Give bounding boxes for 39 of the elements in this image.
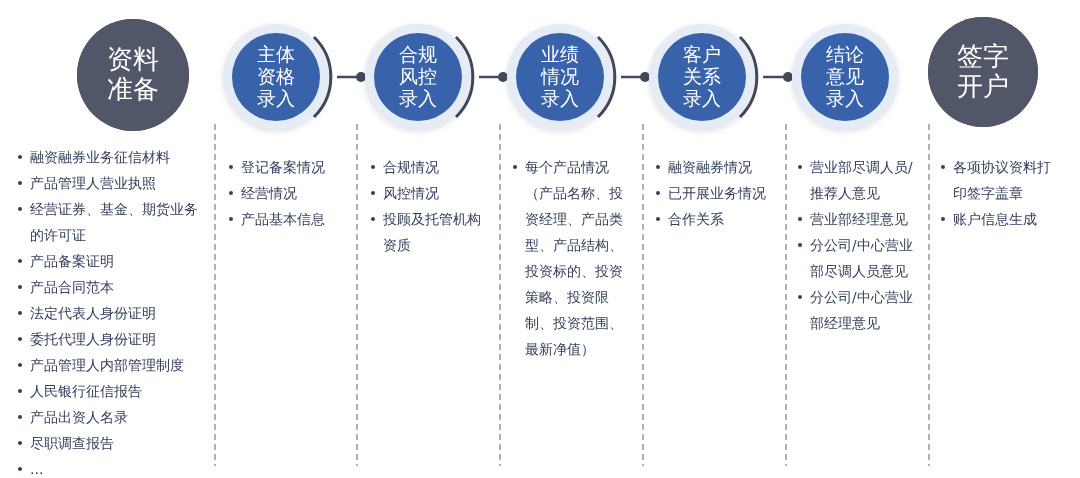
- list-item: 各项协议资料打印签字盖章: [953, 159, 1051, 201]
- step-title: 主体资格录入: [257, 44, 295, 110]
- list-item: 产品出资人名录: [30, 409, 128, 425]
- step-title: 结论意见录入: [826, 44, 864, 110]
- list-item: 营业部尽调人员/推荐人意见: [810, 159, 913, 201]
- connector: [763, 72, 793, 82]
- list-item: 产品备案证明: [30, 253, 114, 269]
- list-item: 产品管理人营业执照: [30, 175, 156, 191]
- list-item: 合规情况: [383, 159, 439, 175]
- list-item: 投顾及托管机构资质: [383, 211, 481, 253]
- list-item: 尽职调查报告: [30, 435, 114, 451]
- list-item: 每个产品情况（产品名称、投资经理、产品类型、产品结构、投资标的、投资策略、投资限制、投资范围、最新净值）: [525, 159, 623, 357]
- list-item: 账户信息生成: [953, 211, 1037, 227]
- list-item: …: [30, 461, 44, 477]
- list-item: 合作关系: [668, 211, 724, 227]
- list-item: 产品合同范本: [30, 279, 114, 295]
- list-item: 经营证券、基金、期货业务的许可证: [30, 201, 198, 243]
- list-item: 融资融券情况: [668, 159, 752, 175]
- list-item: 融资融券业务征信材料: [30, 149, 170, 165]
- list-item: 人民银行征信报告: [30, 383, 142, 399]
- list-item: 分公司/中心营业部经理意见: [810, 289, 913, 331]
- list-item: 风控情况: [383, 185, 439, 201]
- step-title: 合规风控录入: [399, 44, 437, 110]
- list-item: 产品基本信息: [241, 211, 325, 227]
- list-item: 产品管理人内部管理制度: [30, 357, 184, 373]
- step-title: 业绩情况录入: [541, 44, 579, 110]
- list-item: 分公司/中心营业部尽调人员意见: [810, 237, 913, 279]
- connector: [621, 72, 650, 82]
- list-item: 营业部经理意见: [810, 211, 908, 227]
- list-item: 法定代表人身份证明: [30, 305, 156, 321]
- step-title: 签字开户: [957, 42, 1009, 102]
- list-item: 已开展业务情况: [668, 185, 766, 201]
- connector: [479, 72, 508, 82]
- list-item: 委托代理人身份证明: [30, 331, 156, 347]
- step-title: 客户关系录入: [683, 44, 721, 110]
- list-item: 经营情况: [241, 185, 297, 201]
- list-item: 登记备案情况: [241, 159, 325, 175]
- step-title: 资料准备: [107, 45, 159, 105]
- connector: [337, 72, 366, 82]
